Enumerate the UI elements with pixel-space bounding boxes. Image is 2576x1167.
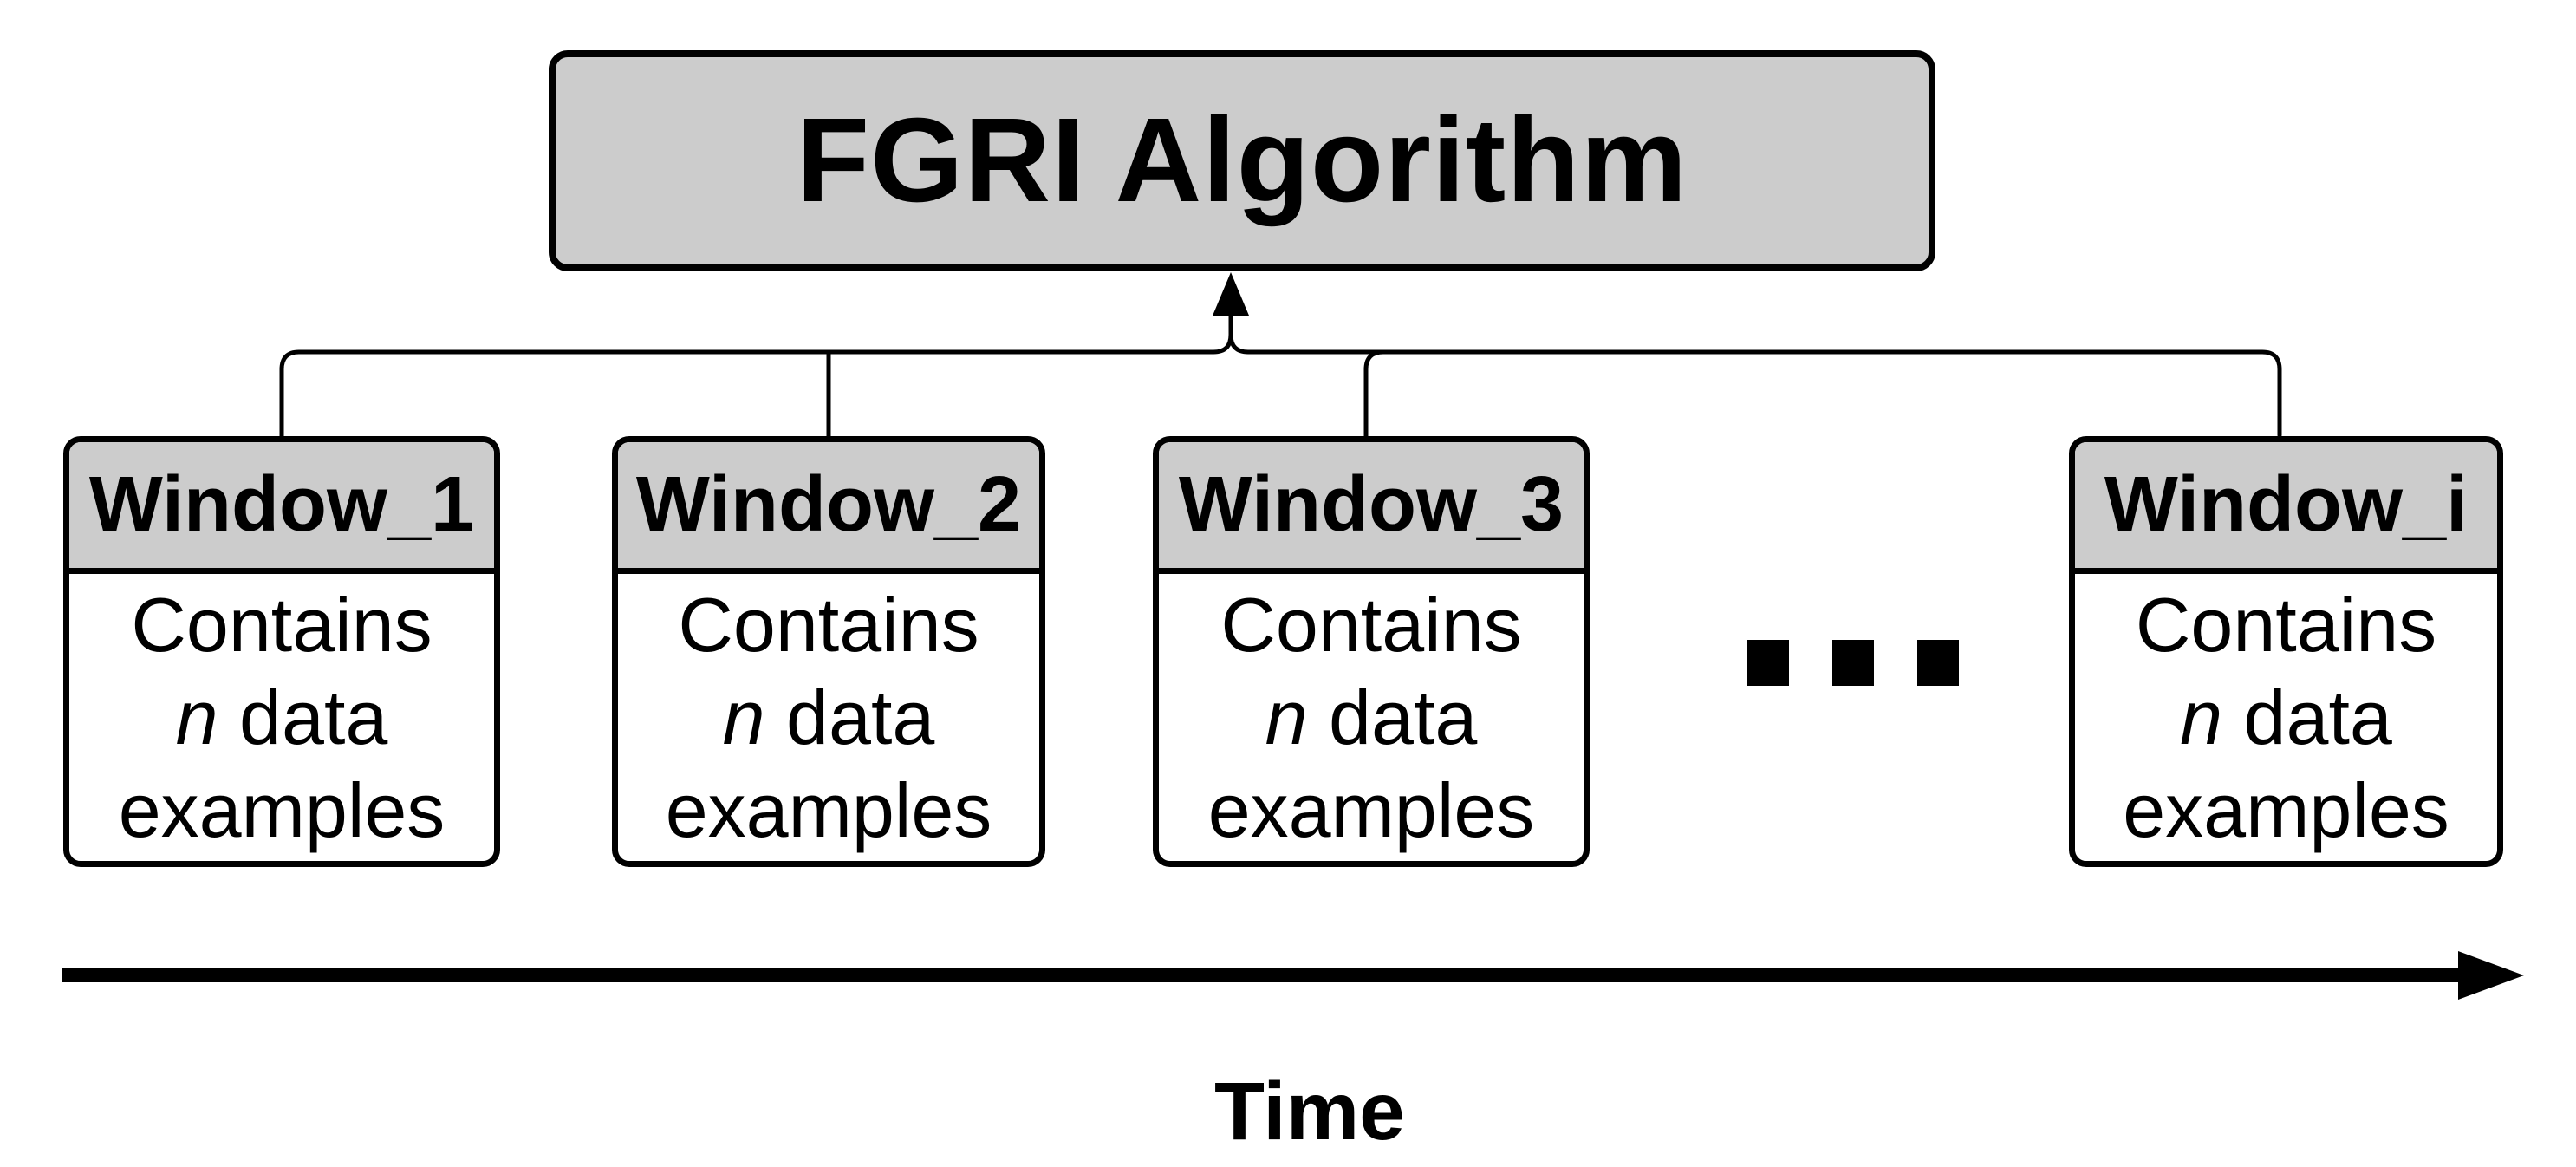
- window-2-data-word: data: [764, 675, 935, 760]
- ellipsis-icon: [1747, 640, 1959, 686]
- window-1-body-line-1: Contains: [131, 582, 433, 668]
- algorithm-box-label: FGRI Algorithm: [796, 94, 1688, 227]
- window-2-body-line-3: examples: [665, 767, 992, 853]
- window-1-data-word: data: [218, 675, 388, 760]
- window-1-n-symbol: n: [175, 675, 218, 760]
- window-i-box: Window_i Contains n data examples: [2069, 436, 2503, 867]
- window-1-body-line-3: examples: [118, 767, 446, 853]
- time-axis-label: Time: [1213, 1066, 1406, 1157]
- window-2-title: Window_2: [635, 461, 1022, 548]
- window-1-title: Window_1: [88, 461, 475, 548]
- window-2-body-line-1: Contains: [678, 582, 979, 668]
- window-3-body-line-3: examples: [1207, 767, 1535, 853]
- window-2-box: Window_2 Contains n data examples: [612, 436, 1045, 867]
- window-1-body: Contains n data examples: [69, 574, 494, 861]
- window-2-body-line-2: n data: [723, 671, 935, 764]
- window-3-body: Contains n data examples: [1159, 574, 1584, 861]
- ellipsis-dot-1: [1747, 640, 1789, 686]
- window-i-n-symbol: n: [2180, 675, 2223, 760]
- window-i-body-line-1: Contains: [2135, 582, 2437, 668]
- up-arrowhead-icon: [1213, 272, 1249, 316]
- window-3-title: Window_3: [1178, 461, 1564, 548]
- window-i-body-line-2: n data: [2180, 671, 2392, 764]
- window-i-title: Window_i: [2104, 461, 2469, 548]
- window-2-header: Window_2: [618, 442, 1039, 574]
- window-3-box: Window_3 Contains n data examples: [1153, 436, 1590, 867]
- window-3-n-symbol: n: [1265, 675, 1308, 760]
- window-i-body-line-3: examples: [2123, 767, 2449, 853]
- algorithm-box: FGRI Algorithm: [549, 50, 1935, 271]
- ellipsis-dot-3: [1917, 640, 1959, 686]
- window-3-body-line-1: Contains: [1220, 582, 1522, 668]
- window-i-data-word: data: [2222, 675, 2392, 760]
- window-1-box: Window_1 Contains n data examples: [63, 436, 500, 867]
- time-axis-arrowhead-icon: [2458, 951, 2524, 1000]
- window-1-body-line-2: n data: [176, 671, 388, 764]
- window-i-header: Window_i: [2075, 442, 2497, 574]
- window-2-body: Contains n data examples: [618, 574, 1039, 861]
- window-i-body: Contains n data examples: [2075, 574, 2497, 861]
- window-3-header: Window_3: [1159, 442, 1584, 574]
- window-1-header: Window_1: [69, 442, 494, 574]
- window-3-body-line-2: n data: [1265, 671, 1478, 764]
- window-2-n-symbol: n: [722, 675, 765, 760]
- ellipsis-dot-2: [1832, 640, 1874, 686]
- window-3-data-word: data: [1307, 675, 1478, 760]
- connector-tree-right: [1228, 332, 2282, 438]
- connector-tree-left: [279, 311, 1233, 440]
- connector-drop-window-3: [1363, 349, 1386, 440]
